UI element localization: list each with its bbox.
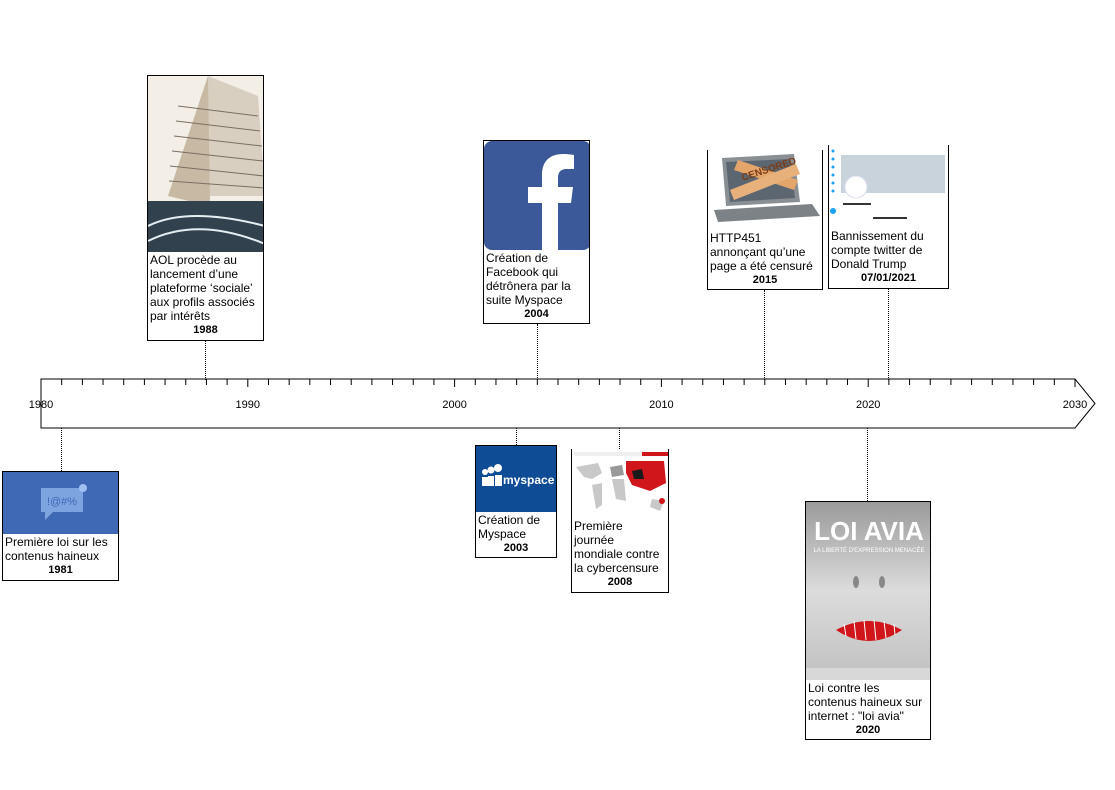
loi-avia-poster-image: LOI AVIA LA LIBERTÉ D'EXPRESSION MENACÉE	[806, 502, 930, 680]
event-description: Bannissement du compte twitter de Donald…	[831, 229, 924, 271]
event-description: Première journée mondiale contre la cybe…	[574, 519, 660, 575]
event-card-facebook: Création de Facebook qui détrônera par l…	[483, 140, 590, 324]
myspace-logo-image: myspace	[476, 446, 556, 512]
connector-avia	[867, 428, 868, 501]
event-card-aol: AOL procède au lancement d’une plateform…	[147, 75, 264, 341]
event-card-cyber: Première journée mondiale contre la cybe…	[571, 449, 669, 593]
event-year: 2020	[855, 724, 881, 736]
event-card-avia: LOI AVIA LA LIBERTÉ D'EXPRESSION MENACÉE…	[805, 501, 931, 740]
myspace-wordmark: myspace	[503, 473, 555, 487]
event-description: Première loi sur les contenus haineux	[5, 535, 108, 563]
facebook-logo-image	[484, 141, 589, 250]
building-photo-image	[148, 76, 263, 252]
event-year: 1981	[48, 564, 73, 576]
event-card-1981: !@#% Première loi sur les contenus haine…	[2, 471, 119, 581]
event-description: Création de Myspace	[478, 513, 541, 541]
event-description: Création de Facebook qui détrônera par l…	[486, 251, 571, 307]
world-map-image	[572, 449, 668, 518]
twitter-profile-image	[829, 145, 948, 228]
poster-title: LOI AVIA	[814, 516, 924, 546]
connector-facebook	[537, 324, 538, 380]
event-card-myspace: myspace Création de Myspace 2003	[475, 445, 557, 558]
event-year: 2015	[752, 274, 778, 286]
connector-trump	[888, 289, 889, 380]
axis-tick-label: 2020	[856, 399, 880, 411]
chat-symbols: !@#%	[47, 496, 77, 508]
timeline-arrow	[40, 378, 1096, 429]
poster-subtitle: LA LIBERTÉ D'EXPRESSION MENACÉE	[813, 547, 924, 554]
axis-tick-label: 2000	[442, 399, 466, 411]
event-year: 2003	[503, 542, 529, 554]
connector-aol	[205, 340, 206, 380]
axis-tick-label: 1980	[29, 399, 53, 411]
event-card-http451: CENSORED HTTP451 annonçant qu’une page a…	[707, 150, 823, 290]
event-year: 2008	[607, 576, 633, 588]
axis-tick-label: 2030	[1063, 399, 1087, 411]
event-year: 2004	[524, 308, 549, 320]
event-description: HTTP451 annonçant qu’une page a été cens…	[710, 231, 813, 273]
connector-1981	[61, 428, 62, 471]
chat-censor-icon-image: !@#%	[3, 472, 118, 534]
event-year: 07/01/2021	[860, 272, 917, 284]
connector-http451	[764, 290, 765, 380]
axis-tick-label: 2010	[649, 399, 673, 411]
connector-myspace	[516, 428, 517, 445]
event-card-trump: Bannissement du compte twitter de Donald…	[828, 145, 949, 289]
connector-cyber	[619, 428, 620, 449]
event-year: 1988	[193, 324, 218, 336]
event-description: AOL procède au lancement d’une plateform…	[150, 253, 255, 323]
axis-tick-label: 1990	[236, 399, 260, 411]
censored-laptop-image: CENSORED	[708, 150, 822, 230]
event-description: Loi contre les contenus haineux sur inte…	[808, 681, 923, 723]
